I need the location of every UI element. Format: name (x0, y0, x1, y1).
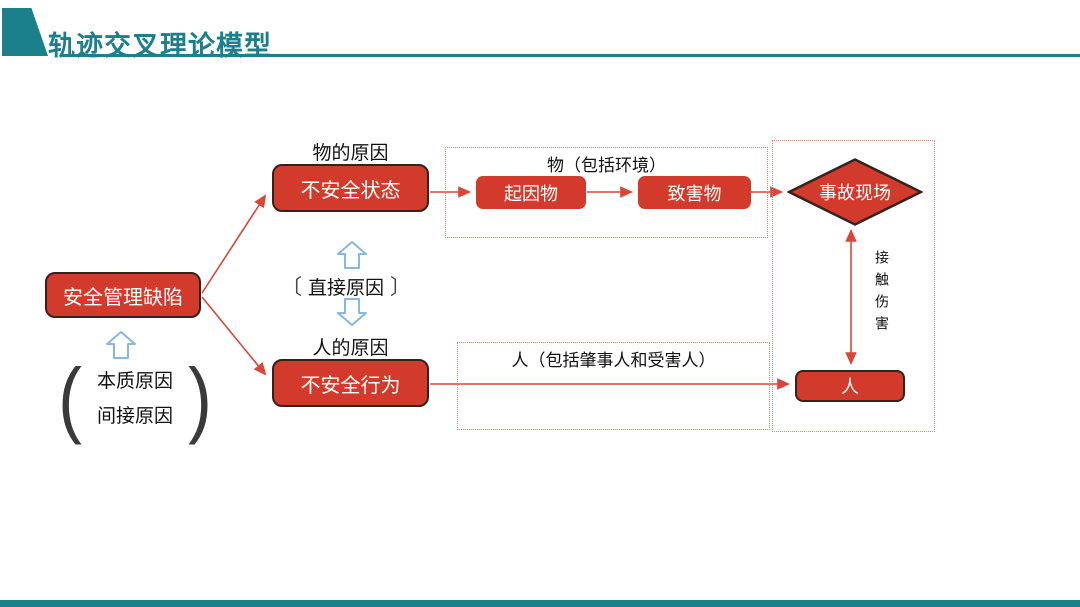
diamond-shape (787, 158, 923, 226)
thing-group-box: 物（包括环境） (445, 147, 768, 238)
thing-cause-label: 物的原因 (312, 143, 389, 164)
paren-close-icon: ) (188, 351, 212, 445)
indirect-cause-group: ( 本质原因 间接原因 ) (56, 350, 214, 447)
initiating-object-box: 起因物 (476, 176, 586, 209)
direct-cause-up-arrow-icon (337, 241, 367, 269)
bracket-open-icon: 〔 (281, 276, 302, 299)
bracket-close-icon: 〕 (389, 276, 411, 299)
person-box: 人 (795, 370, 905, 402)
thing-group-label: 物（包括环境） (547, 156, 666, 175)
indirect-cause-label: 间接原因 (96, 405, 173, 427)
management-box: 安全管理缺陷 (45, 272, 201, 318)
header-underline (62, 54, 1080, 57)
unsafe-state-box: 不安全状态 (272, 164, 429, 212)
direct-cause-down-arrow-icon (337, 298, 367, 326)
paren-open-icon: ( (58, 351, 82, 445)
human-group-box: 人（包括肇事人和受害人） (457, 342, 770, 430)
accident-group-box (772, 140, 935, 432)
human-cause-label: 人的原因 (312, 338, 389, 359)
bottom-accent-bar (0, 600, 1080, 607)
accident-scene-diamond: 事故现场 (787, 158, 923, 226)
contact-injury-label: 接触伤害 (874, 250, 890, 338)
direct-cause-group: 〔 直接原因 〕 (281, 271, 411, 301)
human-group-label: 人（包括肇事人和受害人） (511, 351, 716, 370)
unsafe-behavior-box: 不安全行为 (272, 359, 429, 407)
up-arrow-icon (106, 331, 136, 359)
essential-cause-label: 本质原因 (96, 370, 173, 392)
accident-scene-label: 事故现场 (819, 183, 891, 203)
harming-object-box: 致害物 (638, 176, 751, 209)
direct-cause-label: 直接原因 (307, 277, 384, 299)
